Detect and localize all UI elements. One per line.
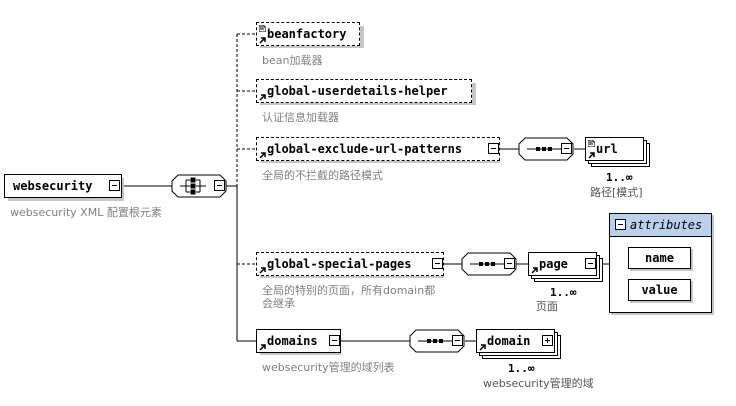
- page-cardinality: 1..∞: [550, 286, 577, 299]
- beanfactory-label: beanfactory: [267, 27, 347, 41]
- reference-arrow-icon: [259, 37, 266, 44]
- document-icon: [259, 25, 266, 32]
- attributes-header: attributes: [610, 214, 711, 237]
- reference-arrow-icon: [259, 267, 266, 274]
- beanfactory-element[interactable]: beanfactory: [256, 22, 360, 46]
- attribute-value[interactable]: value: [628, 279, 691, 301]
- global-userdetails-helper-element[interactable]: global-userdetails-helper: [256, 79, 472, 103]
- url-cardinality: 1..∞: [606, 171, 633, 184]
- domain-description: websecurity管理的域: [483, 377, 594, 390]
- reference-arrow-icon: [531, 267, 538, 274]
- reference-arrow-icon: [259, 344, 266, 351]
- attributes-title: attributes: [630, 218, 703, 232]
- document-icon: [588, 140, 595, 147]
- reference-arrow-icon: [259, 152, 266, 159]
- global-special-pages-label: global-special-pages: [267, 257, 412, 271]
- domains-label: domains: [267, 334, 318, 348]
- global-exclude-url-patterns-element[interactable]: global-exclude-url-patterns: [256, 137, 500, 161]
- global-exclude-url-patterns-label: global-exclude-url-patterns: [267, 142, 463, 156]
- attributes-panel: attributes name value: [609, 213, 712, 313]
- global-special-pages-collapse-toggle[interactable]: [432, 258, 443, 269]
- domain-cardinality: 1..∞: [508, 362, 535, 375]
- url-sequence-collapse-toggle[interactable]: [561, 143, 572, 154]
- websecurity-label: websecurity: [13, 179, 93, 193]
- attribute-name[interactable]: name: [628, 247, 691, 269]
- reference-arrow-icon: [259, 94, 266, 101]
- global-special-pages-element[interactable]: global-special-pages: [256, 252, 444, 276]
- domain-expand-toggle[interactable]: [542, 335, 553, 346]
- page-sequence-collapse-toggle[interactable]: [504, 258, 515, 269]
- global-userdetails-helper-description: 认证信息加载器: [262, 111, 339, 124]
- domain-element[interactable]: domain: [476, 329, 555, 353]
- url-label: url: [596, 142, 618, 156]
- domain-sequence-collapse-toggle[interactable]: [452, 335, 463, 346]
- global-special-pages-description: 全局的特别的页面，所有domain都会继承: [262, 284, 436, 310]
- global-userdetails-helper-label: global-userdetails-helper: [267, 84, 448, 98]
- page-collapse-toggle[interactable]: [585, 258, 596, 269]
- url-element[interactable]: url: [585, 137, 644, 161]
- page-label: page: [539, 257, 568, 271]
- domains-element[interactable]: domains: [256, 329, 341, 353]
- domains-collapse-toggle[interactable]: [329, 335, 340, 346]
- choice-collapse-toggle[interactable]: [214, 180, 225, 191]
- reference-arrow-icon: [588, 152, 595, 159]
- reference-arrow-icon: [479, 344, 486, 351]
- global-exclude-url-patterns-collapse-toggle[interactable]: [488, 143, 499, 154]
- domain-label: domain: [487, 334, 531, 348]
- websecurity-description: websecurity XML 配置根元素: [10, 206, 162, 219]
- beanfactory-description: bean加载器: [262, 54, 323, 67]
- websecurity-collapse-toggle[interactable]: [109, 180, 120, 191]
- websecurity-element[interactable]: websecurity: [4, 174, 122, 198]
- url-description: 路径[模式]: [590, 186, 643, 199]
- page-description: 页面: [536, 300, 558, 313]
- global-exclude-url-patterns-description: 全局的不拦截的路径模式: [262, 169, 383, 182]
- attributes-collapse-toggle[interactable]: [615, 219, 626, 230]
- domains-description: websecurity管理的域列表: [262, 361, 395, 374]
